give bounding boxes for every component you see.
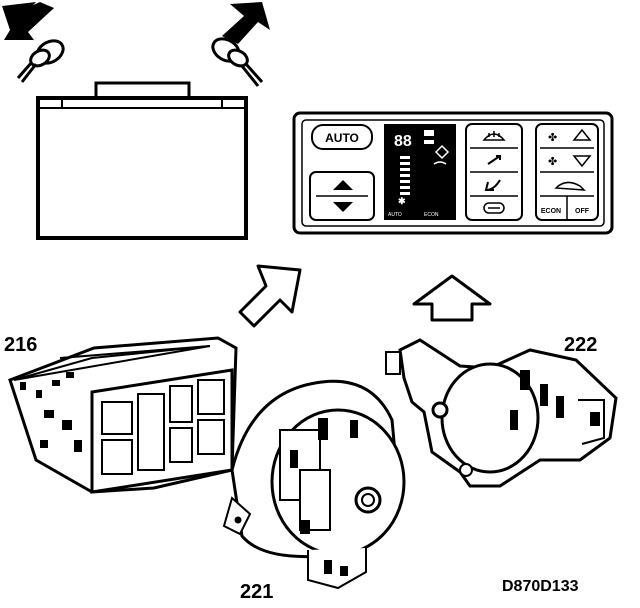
- svg-text:88: 88: [394, 133, 412, 150]
- face-vent-icon: [487, 155, 501, 165]
- svg-text:ECON: ECON: [424, 212, 439, 218]
- label-222: 222: [564, 334, 597, 356]
- figure-code: D870D133: [502, 578, 579, 595]
- actuator-222: [385, 338, 618, 488]
- label-221: 221: [240, 581, 273, 603]
- hollow-arrow-up-icon: [412, 274, 492, 322]
- up-arrow-icon: [333, 180, 353, 190]
- temperature-buttons: [309, 171, 375, 221]
- recirculation-icon: [483, 202, 505, 214]
- mode-buttons: [465, 123, 523, 221]
- control-unit-216: [8, 336, 238, 494]
- foot-vent-icon: [484, 179, 501, 191]
- down-arrow-icon: [333, 202, 353, 212]
- display-screen: 88 ✱ AUTO ECON: [384, 124, 456, 220]
- svg-text:OFF: OFF: [575, 208, 590, 215]
- arrow-up-right-icon: [222, 2, 270, 44]
- auto-button: AUTO: [311, 124, 373, 150]
- svg-text:AUTO: AUTO: [388, 212, 402, 218]
- climate-control-panel: AUTO 88 ✱: [292, 111, 614, 235]
- hollow-arrow-diagonal-icon: [238, 264, 302, 328]
- fan-buttons: ✤ ✤ ECON OFF: [535, 123, 599, 221]
- svg-text:✱: ✱: [398, 196, 406, 206]
- defrost-icon: [482, 131, 506, 141]
- fan-icon: ✤: [548, 131, 557, 144]
- svg-text:✤: ✤: [548, 155, 557, 168]
- battery: [36, 81, 248, 240]
- arrow-up-left-icon: [2, 2, 54, 40]
- label-216: 216: [4, 334, 37, 356]
- svg-text:ECON: ECON: [541, 208, 561, 215]
- svg-text:AUTO: AUTO: [325, 131, 359, 145]
- actuator-221: [222, 379, 406, 590]
- battery-terminal-icon: [16, 37, 264, 87]
